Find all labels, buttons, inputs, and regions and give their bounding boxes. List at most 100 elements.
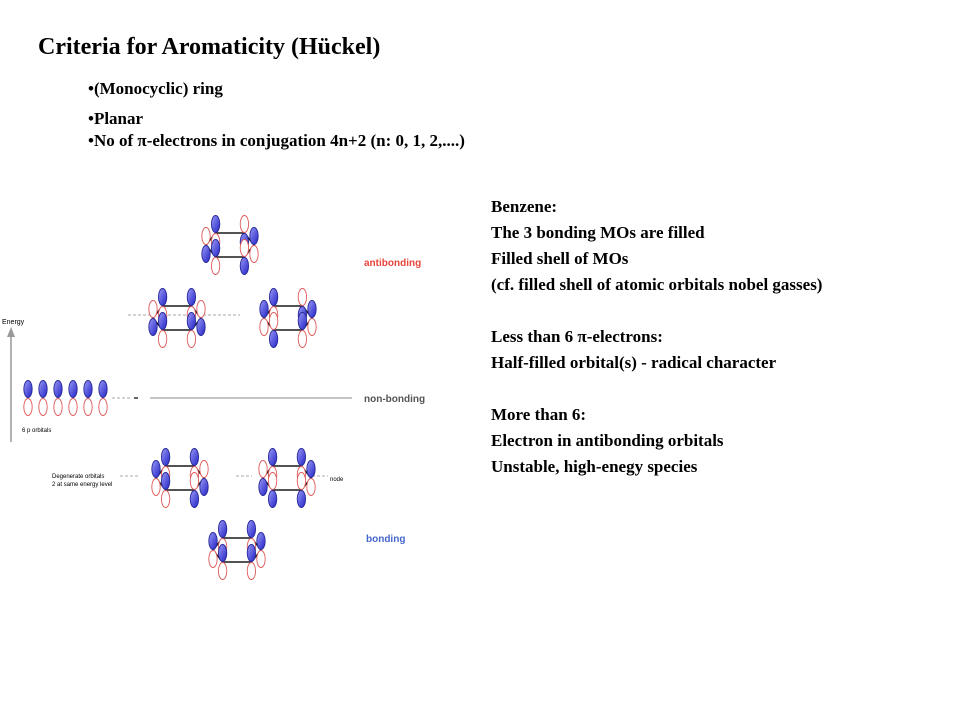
benzene-line: Filled shell of MOs (491, 249, 629, 268)
p-lobe (296, 490, 307, 508)
p-lobe (210, 239, 221, 257)
benzene-line: (cf. filled shell of atomic orbitals nob… (491, 275, 823, 294)
benzene-explanation: Benzene: The 3 bonding MOs are filled Fi… (491, 194, 822, 480)
p-lobe (239, 215, 250, 233)
node-label: node (330, 477, 344, 483)
nonbonding-label: non-bonding (364, 394, 425, 405)
p-lobe (297, 312, 308, 330)
p-lobe (306, 478, 316, 496)
p-lobe (268, 330, 279, 348)
p-lobe (239, 239, 250, 257)
benzene-line: The 3 bonding MOs are filled (491, 223, 705, 242)
benzene-ring (154, 465, 206, 491)
p-lobe (83, 398, 93, 416)
p-lobe (186, 288, 197, 306)
p-lobe (68, 398, 78, 416)
energy-axis: Energy (2, 319, 25, 442)
energy-axis-label: Energy (2, 319, 25, 326)
p-lobe (268, 312, 279, 330)
benzene-ring (211, 537, 263, 563)
p-lobe (267, 472, 278, 490)
p-lobe (307, 318, 317, 336)
p-lobe (53, 380, 63, 398)
p-lobe (196, 318, 206, 336)
p-lobe (196, 300, 206, 318)
p-lobe (217, 544, 228, 562)
criteria-list: •(Monocyclic) ring •Planar •No of π-elec… (88, 76, 465, 154)
benzene-heading: Benzene: (491, 197, 558, 216)
bonding-label: bonding (366, 534, 405, 545)
criteria-item-planar: •Planar (88, 109, 144, 128)
p-lobe (98, 380, 108, 398)
antibonding-label: antibonding (364, 258, 421, 269)
p-lobe (151, 460, 161, 478)
p-lobe (189, 490, 200, 508)
degenerate-label: Degenerate orbitals (52, 474, 104, 480)
more-than-six-line: Electron in antibonding orbitals (491, 431, 724, 450)
p-lobe (210, 215, 221, 233)
p-lobe (199, 478, 209, 496)
slide-title: Criteria for Aromaticity (Hückel) (38, 34, 381, 60)
criteria-item-electron-count: •No of π-electrons in conjugation 4n+2 (… (88, 131, 465, 150)
p-lobe (157, 312, 168, 330)
p-lobe (249, 245, 259, 263)
degenerate-label: 2 at same energy level (52, 482, 112, 488)
p-lobe (307, 300, 317, 318)
p-lobe (259, 318, 269, 336)
benzene-ring (262, 305, 314, 331)
p-lobe (258, 478, 268, 496)
p-lobe (208, 550, 218, 568)
orbital-drawings (23, 215, 317, 580)
p-lobe (256, 550, 266, 568)
p-lobe (38, 398, 48, 416)
p-lobe (83, 380, 93, 398)
p-orbitals-label: 6 p orbitals (22, 428, 51, 434)
more-than-six-line: Unstable, high-enegy species (491, 457, 698, 476)
more-than-six-heading: More than 6: (491, 405, 587, 424)
p-lobe (246, 544, 257, 562)
p-lobe (186, 330, 197, 348)
p-lobe (53, 398, 63, 416)
p-lobe (217, 562, 228, 580)
p-lobe (157, 330, 168, 348)
benzene-ring (151, 305, 203, 331)
p-lobe (201, 227, 211, 245)
p-lobe (297, 330, 308, 348)
p-lobe (38, 380, 48, 398)
p-lobe (258, 460, 268, 478)
p-lobe (189, 472, 200, 490)
p-lobe (246, 520, 257, 538)
p-lobe (249, 227, 259, 245)
p-lobe (296, 448, 307, 466)
p-lobe (296, 472, 307, 490)
less-than-six-line: Half-filled orbital(s) - radical charact… (491, 353, 777, 372)
p-lobe (189, 448, 200, 466)
p-lobe (208, 532, 218, 550)
p-lobe (217, 520, 228, 538)
p-lobe (239, 257, 250, 275)
p-lobe (246, 562, 257, 580)
p-lobe (259, 300, 269, 318)
p-lobe (267, 490, 278, 508)
mo-energy-diagram: Energy antibonding non-bonding bonding 6… (2, 215, 425, 580)
p-lobe (151, 478, 161, 496)
criteria-item-ring: •(Monocyclic) ring (88, 79, 223, 98)
benzene-ring (204, 232, 256, 258)
p-lobe (160, 448, 171, 466)
p-lobe (23, 380, 33, 398)
p-lobe (98, 398, 108, 416)
p-lobe (267, 448, 278, 466)
p-lobe (148, 300, 158, 318)
p-lobe (186, 312, 197, 330)
p-lobe (201, 245, 211, 263)
p-lobe (256, 532, 266, 550)
p-lobe (160, 490, 171, 508)
p-lobe (148, 318, 158, 336)
p-lobe (160, 472, 171, 490)
less-than-six-heading: Less than 6 π-electrons: (491, 327, 663, 346)
p-lobe (297, 288, 308, 306)
p-lobe (268, 288, 279, 306)
p-lobe (68, 380, 78, 398)
p-lobe (23, 398, 33, 416)
p-lobe (210, 257, 221, 275)
